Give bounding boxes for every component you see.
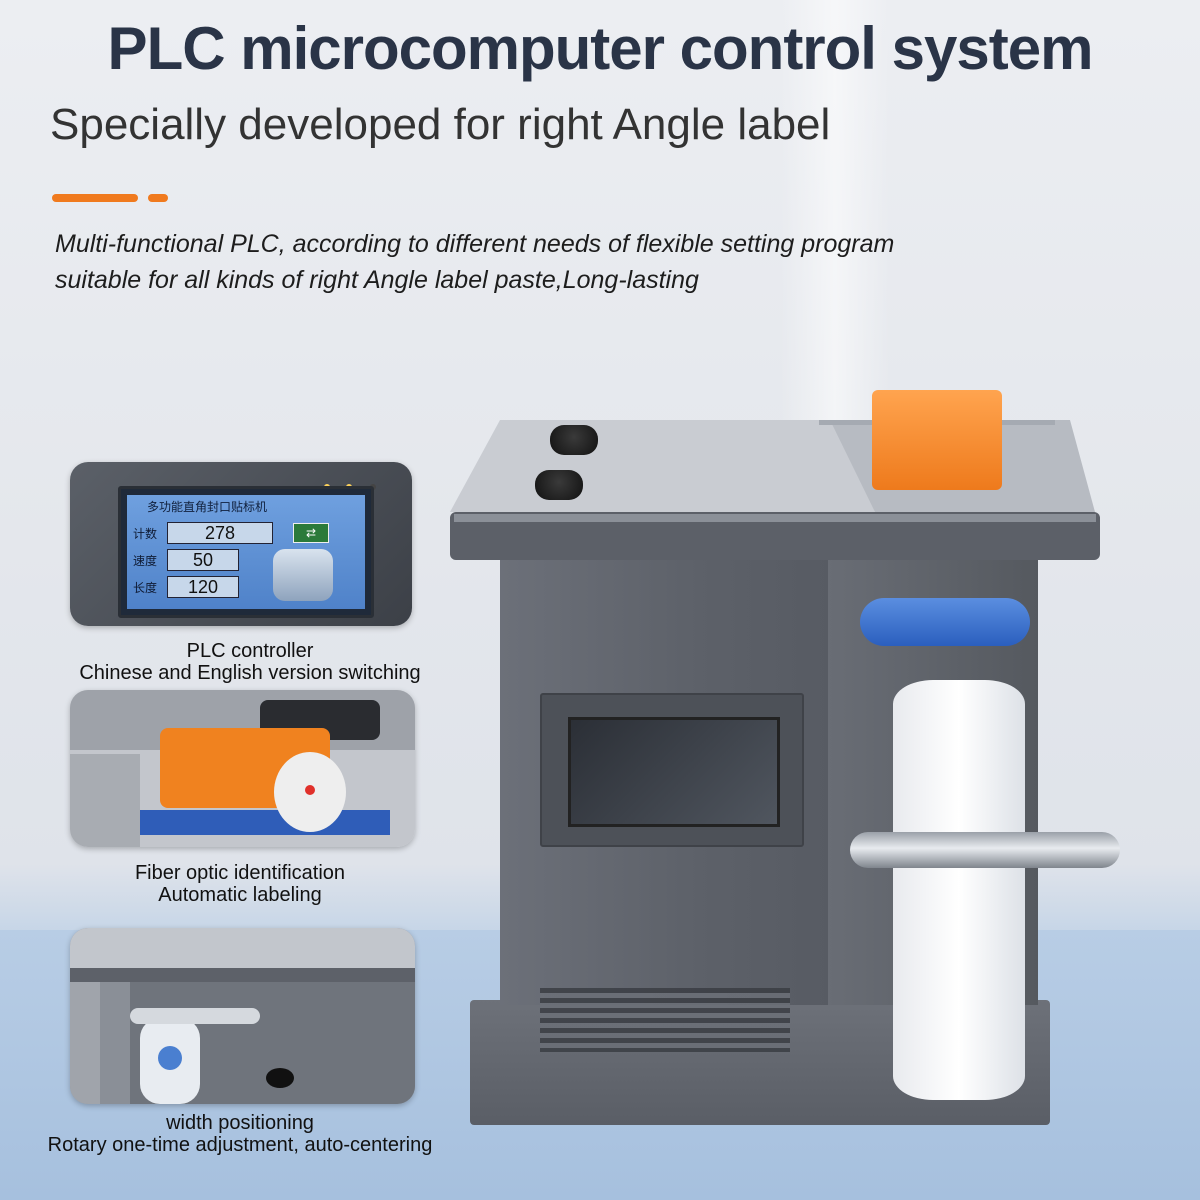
plc-speed-field[interactable]: 50 xyxy=(167,549,239,571)
plc-screen[interactable]: 多功能直角封口贴标机 计数 278 ⇄ 速度 50 长度 120 xyxy=(127,495,365,609)
inset-width-positioning xyxy=(70,928,415,1104)
plc-screen-frame: 多功能直角封口贴标机 计数 278 ⇄ 速度 50 长度 120 xyxy=(118,486,374,618)
inset-plc-controller: 多功能直角封口贴标机 计数 278 ⇄ 速度 50 长度 120 xyxy=(70,462,412,626)
caption-width-line-2: Rotary one-time adjustment, auto-centeri… xyxy=(47,1134,433,1156)
vent-grille xyxy=(540,988,790,1052)
page-title: PLC microcomputer control system xyxy=(107,15,1094,82)
inset-fiber-optic xyxy=(70,690,415,847)
caption-width: width positioning Rotary one-time adjust… xyxy=(20,1112,460,1156)
caption-fiber: Fiber optic identification Automatic lab… xyxy=(30,862,450,906)
orange-block xyxy=(872,390,1002,490)
accent-bar-long xyxy=(52,194,138,202)
caption-plc: PLC controller Chinese and English versi… xyxy=(40,640,460,684)
hmi-screen[interactable] xyxy=(568,717,780,827)
fiber-optic-illustration xyxy=(70,690,415,847)
plc-row-label: 速度 xyxy=(133,554,158,568)
accent-bar-short xyxy=(148,194,168,202)
plc-switch-button[interactable]: ⇄ xyxy=(293,523,329,543)
caption-width-line-1: width positioning xyxy=(166,1112,314,1134)
caption-plc-line-1: PLC controller xyxy=(186,640,314,662)
label-roll xyxy=(893,680,1025,1100)
plc-row-label: 长度 xyxy=(133,581,158,595)
description: Multi-functional PLC, according to diffe… xyxy=(55,226,894,298)
caption-plc-line-2: Chinese and English version switching xyxy=(79,662,421,684)
plc-row-label: 计数 xyxy=(133,527,158,541)
roll-shaft xyxy=(850,832,1120,868)
description-line-1: Multi-functional PLC, according to diffe… xyxy=(55,230,895,258)
caption-fiber-line-1: Fiber optic identification xyxy=(134,862,346,884)
caption-fiber-line-2: Automatic labeling xyxy=(158,884,322,906)
page-subtitle: Specially developed for right Angle labe… xyxy=(50,100,831,149)
hmi-panel xyxy=(540,693,804,847)
plc-screen-title: 多功能直角封口贴标机 xyxy=(147,500,268,514)
table-knob-icon xyxy=(550,425,598,455)
blue-roller xyxy=(860,598,1030,646)
width-positioning-illustration xyxy=(70,928,415,1104)
table-knob-icon xyxy=(535,470,583,500)
plc-length-field[interactable]: 120 xyxy=(167,576,239,598)
plc-count-field[interactable]: 278 xyxy=(167,522,273,544)
description-line-2: suitable for all kinds of right Angle la… xyxy=(55,266,699,294)
plc-dial-icon[interactable] xyxy=(273,549,333,601)
